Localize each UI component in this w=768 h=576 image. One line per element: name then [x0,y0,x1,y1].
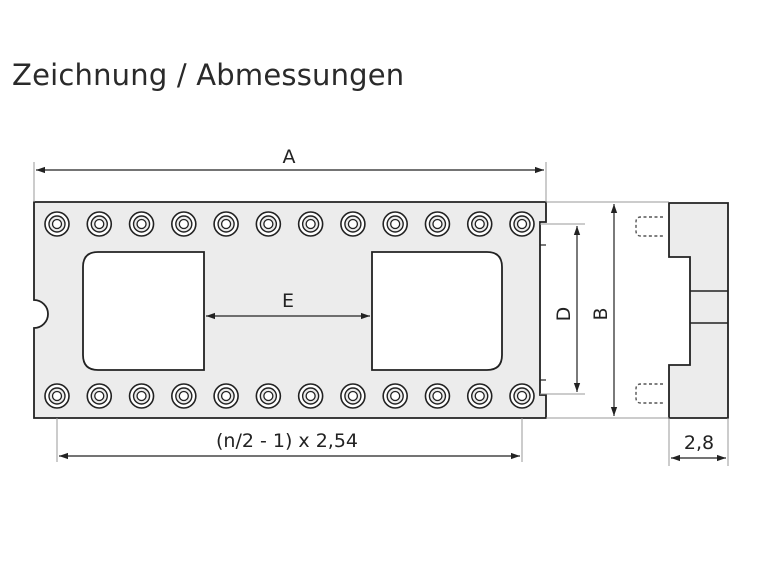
dimension-b: B [590,204,618,416]
dimension-b-label: B [590,307,612,320]
pin-contact [382,383,408,409]
dimension-d-label: D [553,307,575,322]
pin-contact [255,383,282,409]
dimension-pitch: (n/2 - 1) x 2,54 [59,430,520,460]
dimension-pitch-label: (n/2 - 1) x 2,54 [216,430,358,452]
pin-contact [171,383,197,409]
pin-row-top [44,211,535,237]
pin-contact [128,383,155,409]
pin-contact [297,383,324,409]
pin-contact [128,211,155,237]
dimension-e: E [206,290,370,320]
dimension-a-label: A [283,146,296,168]
pin-contact [424,211,451,237]
extension-lines [33,162,729,466]
pin-contact [382,211,408,237]
pin-contact [86,211,113,237]
pin-contact [340,383,366,409]
pin-contact [424,383,451,409]
socket-window-right [371,251,503,371]
page-title: Zeichnung / Abmessungen [12,58,405,92]
pin-contact [171,211,197,237]
pin-contact [255,211,282,237]
pin-contact [213,383,239,409]
socket-side-body [668,202,729,419]
pin-contact [466,211,493,237]
pin-contact [297,211,324,237]
socket-side-view [635,202,729,419]
pin-contact [509,211,535,237]
pin-row-bottom [44,383,535,409]
pin-contact [466,383,493,409]
pin-contact [44,211,70,237]
dimension-height: 2,8 [671,432,726,462]
pin-contact [213,211,239,237]
pin-contact [509,383,535,409]
dimension-d: D [553,226,581,392]
pin-contact [44,383,70,409]
pin-contact [340,211,366,237]
dimension-e-label: E [282,290,294,312]
dimension-height-label: 2,8 [684,432,714,454]
dimension-a: A [36,146,544,174]
socket-top-view [33,201,547,419]
hidden-contact-top [635,216,663,237]
socket-window-left [82,251,205,371]
pin-contact [86,383,113,409]
hidden-contact-bottom [635,383,663,404]
